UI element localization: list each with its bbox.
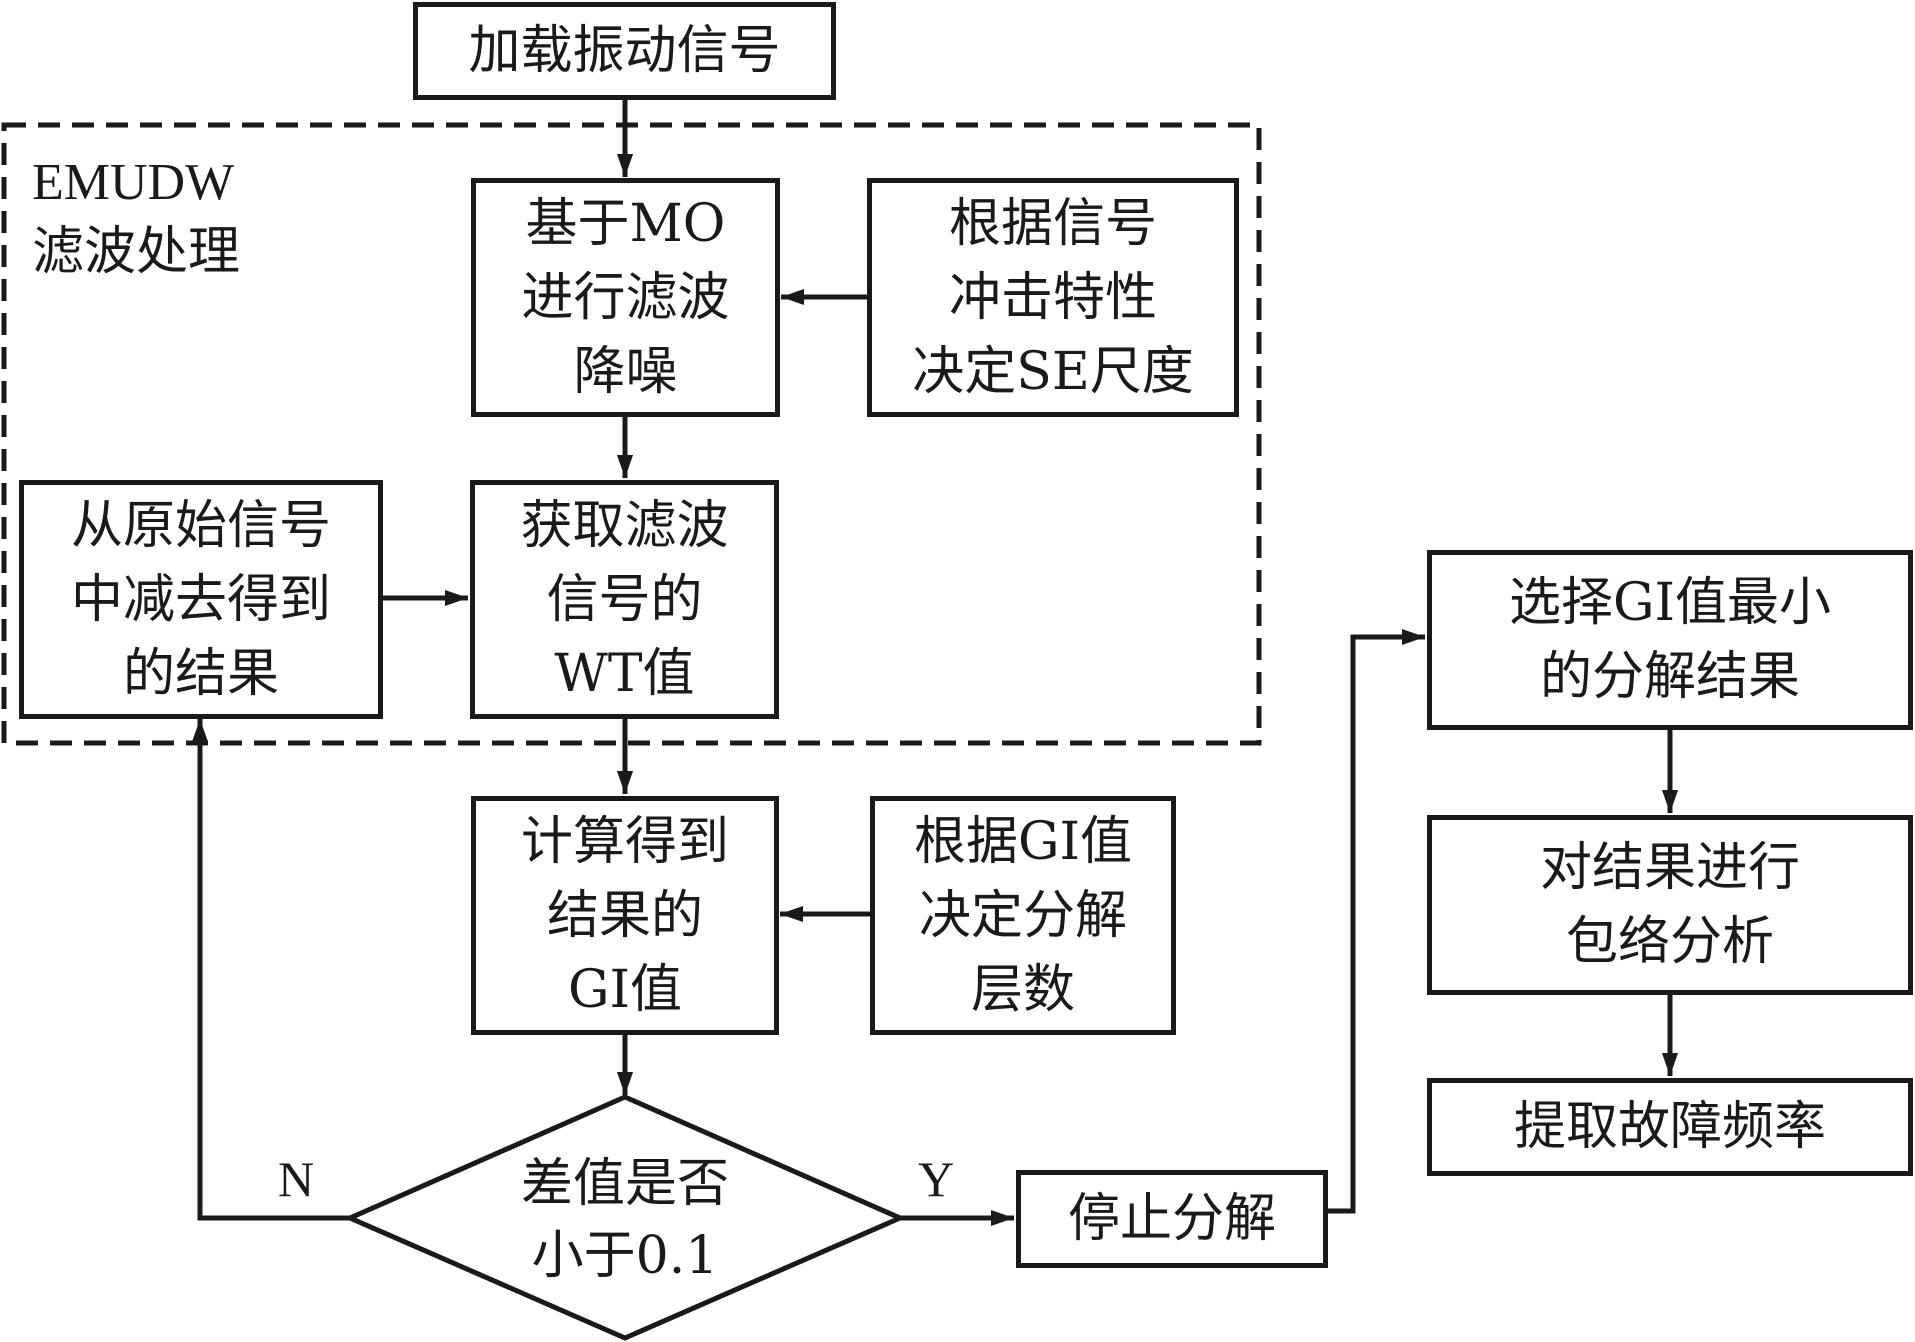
- node-load-signal-text: 加载振动信号: [468, 21, 781, 81]
- node-gi-compute: 计算得到 结果的 GI值: [471, 796, 779, 1035]
- decision-text: 差值是否 小于0.1: [520, 1154, 729, 1286]
- node-se-scale-text: 根据信号 冲击特性 决定SE尺度: [912, 193, 1194, 402]
- node-wt-value-text: 获取滤波 信号的 WT值: [520, 495, 729, 704]
- node-se-scale: 根据信号 冲击特性 决定SE尺度: [867, 178, 1239, 417]
- node-select-min-text: 选择GI值最小 的分解结果: [1508, 573, 1832, 707]
- node-stop-text: 停止分解: [1067, 1189, 1276, 1249]
- node-subtract-text: 从原始信号 中减去得到 的结果: [70, 495, 331, 704]
- emudw-group-border: [1, 122, 1262, 746]
- node-extract-text: 提取故障频率: [1513, 1097, 1826, 1157]
- decision-diamond: [343, 1094, 907, 1341]
- arrow-no-loop: [191, 719, 350, 1221]
- node-subtract: 从原始信号 中减去得到 的结果: [19, 480, 383, 719]
- node-gi-compute-text: 计算得到 结果的 GI值: [520, 811, 729, 1020]
- node-load-signal: 加载振动信号: [413, 2, 836, 100]
- node-envelope-text: 对结果进行 包络分析: [1539, 838, 1800, 972]
- node-gi-levels: 根据GI值 决定分解 层数: [870, 796, 1176, 1035]
- arrow-stop-to-select: [1327, 628, 1425, 1214]
- node-stop: 停止分解: [1016, 1170, 1328, 1268]
- edge-label-no: N: [278, 1151, 315, 1207]
- node-mo-filter-text: 基于MO 进行滤波 降噪: [521, 193, 730, 402]
- node-envelope: 对结果进行 包络分析: [1427, 815, 1913, 995]
- node-wt-value: 获取滤波 信号的 WT值: [470, 480, 779, 719]
- emudw-group-label: EMUDW 滤波处理: [32, 154, 241, 281]
- node-extract: 提取故障频率: [1427, 1078, 1913, 1176]
- node-gi-levels-text: 根据GI值 决定分解 层数: [913, 811, 1133, 1020]
- node-select-min: 选择GI值最小 的分解结果: [1427, 550, 1913, 730]
- node-mo-filter: 基于MO 进行滤波 降噪: [471, 178, 780, 417]
- edge-label-yes: Y: [918, 1151, 955, 1207]
